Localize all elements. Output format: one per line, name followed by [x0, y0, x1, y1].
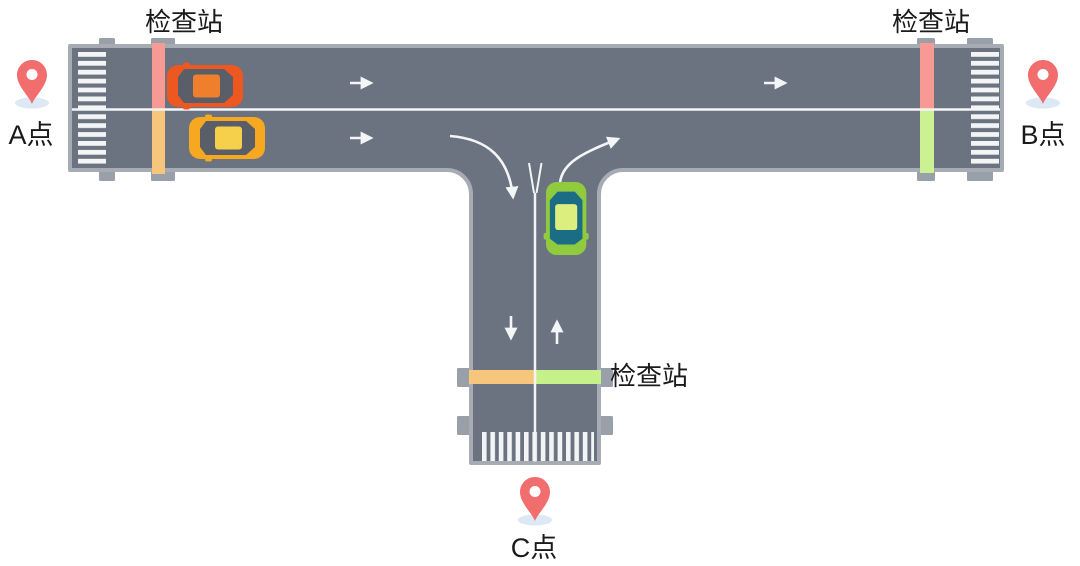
car-orange: [167, 62, 243, 110]
pin-hole: [529, 486, 541, 497]
car-roof: [555, 204, 578, 231]
car-yellow: [189, 114, 265, 162]
crosswalk-south: [482, 432, 594, 461]
road-tab: [99, 170, 115, 181]
checkpoint-east-north-lane: [920, 43, 934, 109]
pin-hole: [1037, 69, 1049, 80]
checkpoint-west-label: 检查站: [145, 7, 223, 37]
checkpoint-south-label: 检查站: [610, 361, 688, 391]
road-tab: [457, 416, 470, 435]
point-b-pin: [1026, 60, 1060, 109]
checkpoint-east-south-lane: [920, 109, 934, 173]
car-roof: [193, 74, 220, 98]
point-c-pin: [518, 477, 552, 526]
checkpoint-south-east-lane: [535, 370, 601, 384]
turn-arrow-into-south-icon: [449, 134, 519, 200]
location-pin-icon: [17, 60, 47, 104]
location-pin-icon: [520, 477, 550, 521]
car-green: [543, 182, 589, 255]
road-tab: [600, 368, 613, 387]
road-tab: [457, 368, 470, 387]
checkpoint-west-north-lane: [152, 43, 165, 109]
point-c-label: C点: [511, 533, 558, 563]
road-tab: [600, 416, 613, 435]
labels: 检查站 检查站 检查站 A点 B点 C点: [8, 7, 1065, 563]
turn-arrow-to-east-icon: [558, 136, 621, 184]
lane-markings: [72, 76, 1000, 462]
car-roof: [215, 126, 242, 150]
pin-hole: [26, 69, 38, 80]
roadside-tabs: [99, 38, 993, 435]
checkpoint-west-south-lane: [152, 109, 165, 174]
checkpoint-south-west-lane: [469, 370, 535, 384]
point-b-label: B点: [1020, 120, 1065, 150]
location-pin-icon: [1028, 60, 1058, 104]
road-tab: [967, 170, 993, 181]
point-a-pin: [15, 60, 49, 109]
median-taper: [528, 162, 543, 194]
checkpoint-east-label: 检查站: [892, 7, 970, 37]
point-a-label: A点: [8, 120, 53, 150]
